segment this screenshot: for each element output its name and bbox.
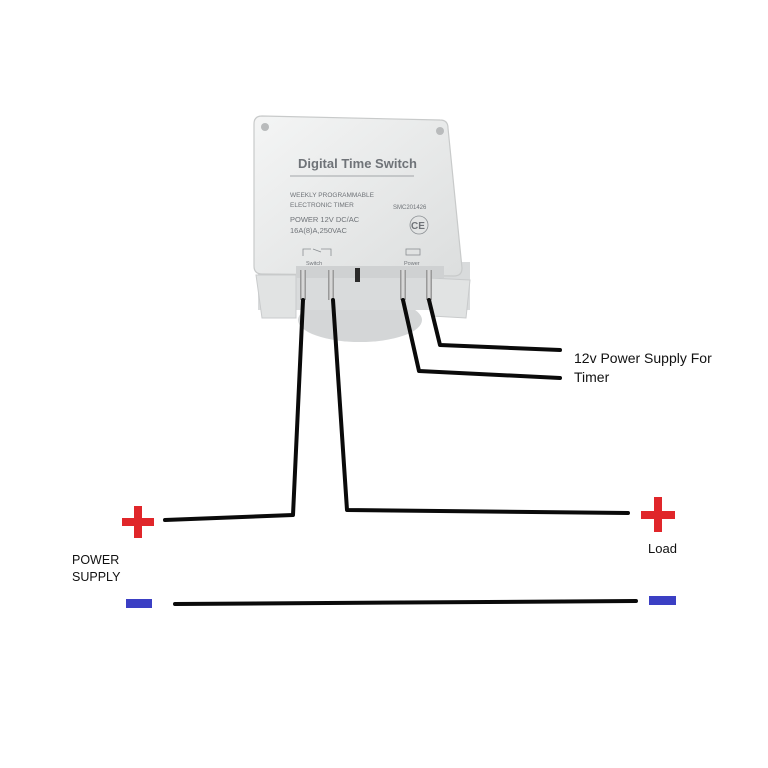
wire-timer-power-1 xyxy=(401,298,562,380)
plus-icon xyxy=(134,506,142,538)
device-current-rating: 16A(8)A,250VAC xyxy=(290,226,348,235)
terminal-pin-4 xyxy=(400,270,406,300)
device-front-face xyxy=(253,115,463,277)
terminal-pin-3 xyxy=(355,268,360,282)
plus-icon xyxy=(654,497,662,532)
power-supply-label: POWER SUPPLY xyxy=(72,552,142,586)
terminal-pin-5 xyxy=(426,270,432,300)
load-label: Load xyxy=(648,541,677,556)
device-line2: ELECTRONIC TIMER xyxy=(290,202,354,209)
switch-label: Switch xyxy=(306,261,322,267)
wire-power-supply-positive xyxy=(163,298,305,522)
power-supply-label-line1: POWER xyxy=(72,553,120,567)
ce-mark: CE xyxy=(411,221,425,232)
timer-supply-label: 12v Power Supply For Timer xyxy=(574,349,724,387)
mount-hole-icon xyxy=(261,123,269,131)
timer-supply-label-line2: Timer xyxy=(574,369,610,385)
wire-load-positive xyxy=(331,298,630,515)
wire-timer-power-2 xyxy=(427,298,562,352)
load-positive-marker xyxy=(641,497,675,532)
terminal-pin-2 xyxy=(328,270,334,300)
power-symbol-icon xyxy=(405,248,421,256)
power-supply-positive-marker xyxy=(122,506,154,538)
device-title: Digital Time Switch xyxy=(298,156,417,171)
switch-symbol-icon xyxy=(302,248,332,256)
terminal-pin-1 xyxy=(300,270,306,300)
device-right-foot xyxy=(429,277,471,319)
wires xyxy=(163,298,638,606)
device-line1: WEEKLY PROGRAMMABLE xyxy=(290,192,375,199)
ce-mark-box xyxy=(409,215,429,235)
power-label: Power xyxy=(404,261,420,267)
power-supply-label-line2: SUPPLY xyxy=(72,570,121,584)
wire-negative xyxy=(173,599,638,606)
digital-time-switch-device: Digital Time Switch WEEKLY PROGRAMMABLE … xyxy=(253,115,471,342)
device-power-rating: POWER 12V DC/AC xyxy=(290,215,360,224)
terminal-slot xyxy=(296,266,444,278)
power-supply-negative-marker xyxy=(126,599,152,608)
timer-supply-label-line1: 12v Power Supply For xyxy=(574,350,712,366)
mount-hole-icon xyxy=(436,127,444,135)
device-model: SMC201426 xyxy=(393,205,427,211)
load-negative-marker xyxy=(649,596,676,605)
device-left-foot xyxy=(255,274,297,319)
